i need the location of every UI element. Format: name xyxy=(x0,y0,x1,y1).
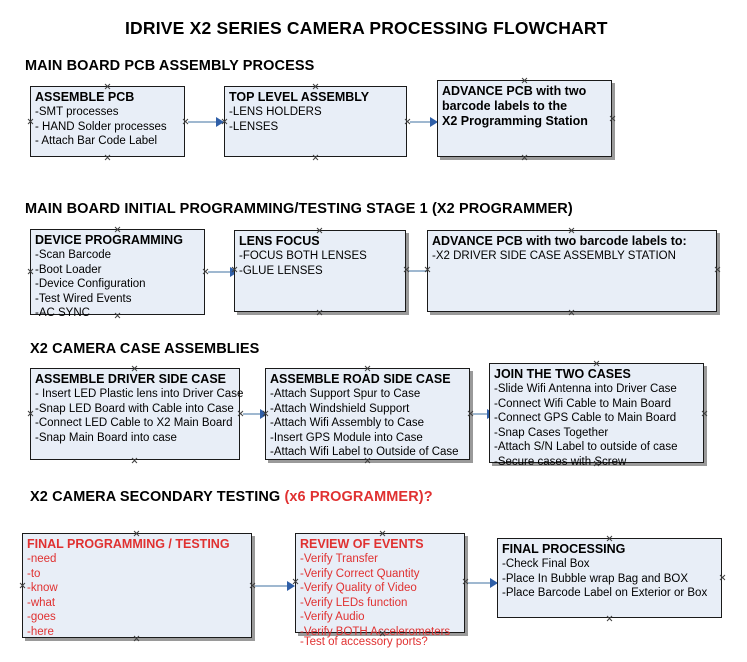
arrow-top-level-assembly-to-advance-pcb xyxy=(410,116,440,127)
node-overflow-line: -Test of accessory ports? xyxy=(300,636,428,648)
node-title: TOP LEVEL ASSEMBLY xyxy=(229,90,370,104)
node-final-processing[interactable]: FINAL PROCESSING -Check Final Box -Place… xyxy=(497,538,722,618)
node-assemble-driver-side-case[interactable]: ASSEMBLE DRIVER SIDE CASE - Insert LED P… xyxy=(30,368,244,460)
node-title: FINAL PROCESSING xyxy=(502,542,626,556)
node-title: ASSEMBLE DRIVER SIDE CASE xyxy=(35,372,227,386)
node-line: -LENSES xyxy=(229,120,279,133)
node-line: -Verify Transfer xyxy=(300,553,378,565)
section-heading-main-board-pcb-assembly: MAIN BOARD PCB ASSEMBLY PROCESS xyxy=(25,58,315,74)
node-line: -Check Final Box xyxy=(502,558,590,570)
node-line: -Connect LED Cable to X2 Main Board xyxy=(35,417,233,429)
node-line: -Test Wired Events xyxy=(35,292,132,305)
arrow-driver-side-to-road-side xyxy=(243,408,270,419)
node-line: -Snap LED Board with Cable into Case xyxy=(35,402,234,415)
node-join-the-two-cases[interactable]: JOIN THE TWO CASES -Slide Wifi Antenna i… xyxy=(489,363,704,468)
node-line: -Verify BOTH Accelerometers xyxy=(300,625,451,638)
node-line: -Connect GPS Cable to Main Board xyxy=(494,412,677,424)
node-assemble-road-side-case[interactable]: ASSEMBLE ROAD SIDE CASE -Attach Support … xyxy=(265,368,470,460)
node-advance-pcb-to-programming-station[interactable]: ADVANCE PCB with two barcode labels to t… xyxy=(437,80,612,157)
node-title: FINAL PROGRAMMING / TESTING xyxy=(27,537,230,551)
arrow-review-of-events-to-final-processing xyxy=(468,577,500,588)
node-line: -Slide Wifi Antenna into Driver Case xyxy=(494,383,677,395)
node-lens-focus[interactable]: LENS FOCUS -FOCUS BOTH LENSES -GLUE LENS… xyxy=(234,230,406,312)
node-line: -Connect Wifi Cable to Main Board xyxy=(494,397,672,410)
node-line: -X2 DRIVER SIDE CASE ASSEMBLY STATION xyxy=(432,250,676,262)
section-heading-x2-camera-secondary-testing: X2 CAMERA SECONDARY TESTING (x6 PROGRAMM… xyxy=(30,489,433,505)
node-line: -Verify LEDs function xyxy=(300,596,408,609)
node-line: - Insert LED Plastic lens into Driver Ca… xyxy=(35,388,244,400)
node-line: -AC SYNC xyxy=(35,307,90,319)
arrow-final-programming-to-review-of-events xyxy=(255,580,297,591)
page-title: IDRIVE X2 SERIES CAMERA PROCESSING FLOWC… xyxy=(125,18,608,38)
node-line: -SMT processes xyxy=(35,106,119,118)
node-top-level-assembly[interactable]: TOP LEVEL ASSEMBLY -LENS HOLDERS -LENSES xyxy=(224,86,407,157)
node-line: -Verify Audio xyxy=(300,611,365,623)
node-title: ADVANCE PCB with two barcode labels to: xyxy=(432,234,687,248)
node-line: -FOCUS BOTH LENSES xyxy=(239,250,367,262)
node-line: -Attach Windshield Support xyxy=(270,402,410,415)
node-line: -know xyxy=(27,582,58,594)
node-title: ASSEMBLE ROAD SIDE CASE xyxy=(270,372,451,386)
node-device-programming[interactable]: DEVICE PROGRAMMING -Scan Barcode -Boot L… xyxy=(30,229,205,319)
node-line: -Insert GPS Module into Case xyxy=(270,431,423,444)
node-line: -Device Configuration xyxy=(35,278,146,290)
node-final-programming-testing[interactable]: FINAL PROGRAMMING / TESTING -need -to -k… xyxy=(22,533,252,638)
node-line: -Scan Barcode xyxy=(35,249,112,261)
node-line: -need xyxy=(27,553,57,565)
node-line: -Snap Cases Together xyxy=(494,426,609,439)
node-line: -Place In Bubble wrap Bag and BOX xyxy=(502,572,689,585)
node-title: JOIN THE TWO CASES xyxy=(494,367,631,381)
node-line: - HAND Solder processes xyxy=(35,120,167,133)
node-line: -Verify Quality of Video xyxy=(300,582,417,594)
section-heading-x2-camera-case-assemblies: X2 CAMERA CASE ASSEMBLIES xyxy=(30,341,260,357)
section-heading-text: X2 CAMERA SECONDARY TESTING xyxy=(30,489,285,505)
node-line: -goes xyxy=(27,611,56,623)
arrow-assemble-pcb-to-top-level-assembly xyxy=(188,116,225,127)
node-line: -to xyxy=(27,567,41,580)
node-line: -Attach Wifi Assembly to Case xyxy=(270,417,425,429)
node-line: - Attach Bar Code Label xyxy=(35,135,158,147)
node-line: -Attach Support Spur to Case xyxy=(270,388,421,400)
node-title-cont: barcode labels to the xyxy=(442,99,568,113)
section-heading-main-board-initial-programming: MAIN BOARD INITIAL PROGRAMMING/TESTING S… xyxy=(25,201,573,217)
node-line: -Boot Loader xyxy=(35,263,102,276)
node-line: -Place Barcode Label on Exterior or Box xyxy=(502,587,708,599)
node-line: -here xyxy=(27,625,54,638)
node-line: -LENS HOLDERS xyxy=(229,106,322,118)
node-advance-pcb-to-driver-side-case[interactable]: ADVANCE PCB with two barcode labels to: … xyxy=(427,230,717,312)
node-title: ASSEMBLE PCB xyxy=(35,90,135,104)
node-title: ADVANCE PCB with two xyxy=(442,84,587,98)
node-line: -Snap Main Board into case xyxy=(35,431,177,444)
node-line: -Secure cases with Screw xyxy=(494,455,627,468)
node-line: -GLUE LENSES xyxy=(239,264,323,277)
node-line: -what xyxy=(27,596,56,609)
node-review-of-events[interactable]: REVIEW OF EVENTS -Verify Transfer -Verif… xyxy=(295,533,465,648)
node-line: -Attach S/N Label to outside of case xyxy=(494,441,678,453)
node-line: -Attach Wifi Label to Outside of Case xyxy=(270,446,459,458)
section-heading-accent: (x6 PROGRAMMER)? xyxy=(284,489,433,505)
node-title: LENS FOCUS xyxy=(239,234,320,248)
node-assemble-pcb[interactable]: ASSEMBLE PCB -SMT processes - HAND Solde… xyxy=(30,86,185,157)
node-title: DEVICE PROGRAMMING xyxy=(35,233,183,247)
node-title: REVIEW OF EVENTS xyxy=(300,537,424,551)
node-line: -Verify Correct Quantity xyxy=(300,567,420,580)
node-title-cont: X2 Programming Station xyxy=(442,114,588,128)
